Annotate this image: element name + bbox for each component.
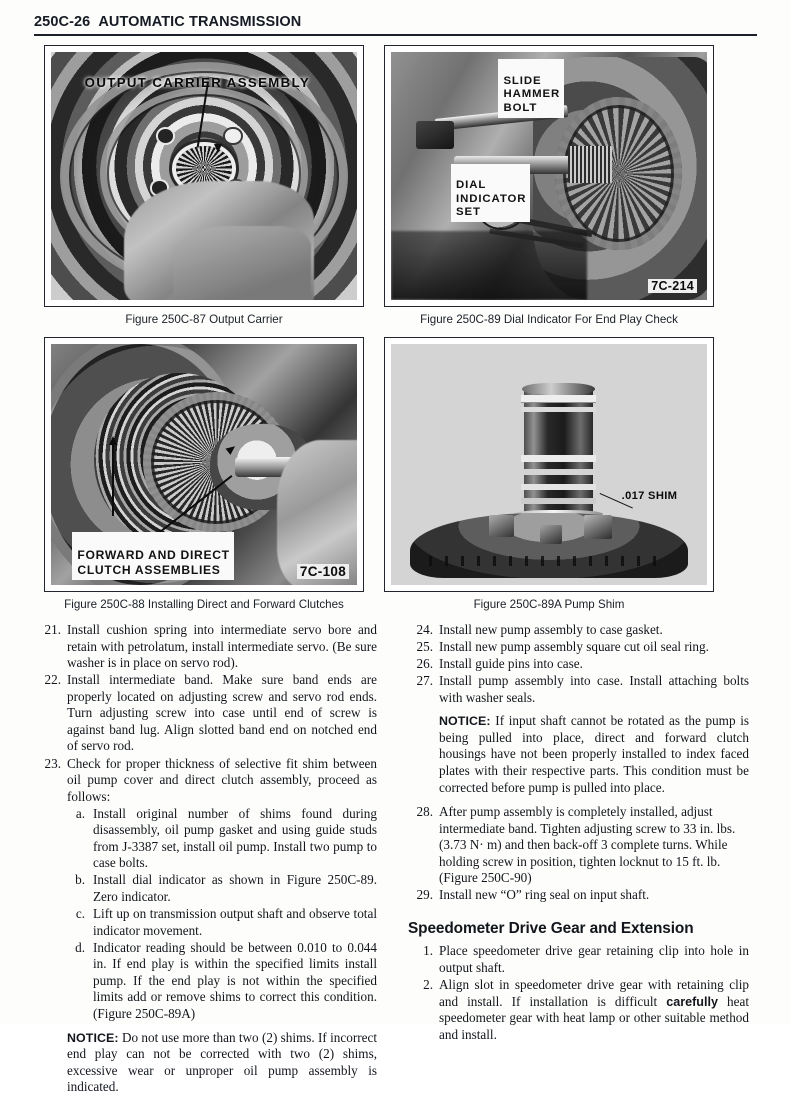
leader-arrowhead-forward <box>109 435 118 445</box>
substep-letter: b. <box>75 872 85 888</box>
step-text: Install pump assembly into case. Install… <box>439 673 749 705</box>
step-text-emphasis: carefully <box>666 994 718 1009</box>
step-number: 28. <box>416 804 433 820</box>
step-24: 24. Install new pump assembly to case ga… <box>408 622 749 639</box>
step-text: Install cushion spring into intermediate… <box>67 622 377 671</box>
steps-list-right: 24. Install new pump assembly to case ga… <box>408 622 749 706</box>
step-number: 2. <box>423 976 433 992</box>
substep-text: Lift up on transmission output shaft and… <box>93 906 377 938</box>
callout-text: DIAL INDICATOR SET <box>456 179 527 218</box>
step-text: Align slot in speedometer drive gear wit… <box>439 977 749 1043</box>
steps-list-left: 21. Install cushion spring into intermed… <box>36 622 377 1023</box>
step-number: 27. <box>416 673 433 689</box>
step-25: 25. Install new pump assembly square cut… <box>408 639 749 656</box>
step-text-before: Align slot in speedometer drive gear wit… <box>439 976 749 1009</box>
callout-slide-hammer-bolt: SLIDE HAMMER BOLT <box>498 59 565 119</box>
step-number: 25. <box>416 639 433 655</box>
page-title: AUTOMATIC TRANSMISSION <box>98 14 302 30</box>
left-text-column: 21. Install cushion spring into intermed… <box>36 622 377 1096</box>
substep-23c: c. Lift up on transmission output shaft … <box>67 906 377 939</box>
notice-label: NOTICE: <box>67 1030 119 1045</box>
callout-dial-indicator-set: DIAL INDICATOR SET <box>451 163 531 223</box>
figure-250c-87: OUTPUT CARRIER ASSEMBLY Figure 250C-87 O… <box>44 45 364 326</box>
step-text: Install new “O” ring seal on input shaft… <box>439 887 650 903</box>
notice-label: NOTICE: <box>439 714 491 729</box>
substeps-list-23: a. Install original number of shims foun… <box>67 806 377 1023</box>
callout-shim-thickness: .017 SHIM <box>622 477 678 503</box>
substep-23d: d. Indicator reading should be between 0… <box>67 940 377 1023</box>
step-number: 26. <box>416 656 433 672</box>
right-text-column: 24. Install new pump assembly to case ga… <box>408 622 749 1044</box>
step-22: 22. Install intermediate band. Make sure… <box>36 672 377 755</box>
page-header: 250C-26 AUTOMATIC TRANSMISSION <box>34 14 757 30</box>
step-number: 29. <box>416 887 433 903</box>
substep-letter: d. <box>75 939 85 955</box>
step-text: Install guide pins into case. <box>439 656 583 672</box>
step-number: 23. <box>44 755 61 771</box>
figure-caption: Figure 250C-89 Dial Indicator For End Pl… <box>420 313 678 326</box>
step-text: Install new pump assembly square cut oil… <box>439 639 709 655</box>
notice-right: NOTICE: If input shaft cannot be rotated… <box>408 713 749 796</box>
figure-250c-89a: .017 SHIM Figure 250C-89A Pump Shim <box>384 337 714 611</box>
substep-text: Install dial indicator as shown in Figur… <box>93 872 377 904</box>
callout-text: .017 SHIM <box>621 489 678 502</box>
substep-text: Indicator reading should be between 0.01… <box>93 939 377 1021</box>
leader-line-forward <box>112 440 114 517</box>
callout-text: FORWARD AND DIRECT CLUTCH ASSEMBLIES <box>77 548 230 577</box>
header-rule <box>34 34 757 36</box>
photo-pump-shim: .017 SHIM <box>391 344 707 585</box>
substep-letter: c. <box>75 906 85 922</box>
callout-forward-and-direct-clutch-assemblies: FORWARD AND DIRECT CLUTCH ASSEMBLIES <box>72 531 234 580</box>
step-number: 1. <box>423 943 433 959</box>
photo-output-carrier: OUTPUT CARRIER ASSEMBLY <box>51 52 357 300</box>
speedometer-step-2: 2. Align slot in speedometer drive gear … <box>408 977 749 1043</box>
callout-output-carrier-assembly: OUTPUT CARRIER ASSEMBLY <box>85 59 310 90</box>
substep-23b: b. Install dial indicator as shown in Fi… <box>67 872 377 905</box>
figure-frame: FORWARD AND DIRECT CLUTCH ASSEMBLIES 7C-… <box>44 337 364 592</box>
figure-250c-88: FORWARD AND DIRECT CLUTCH ASSEMBLIES 7C-… <box>44 337 364 611</box>
step-text: Install intermediate band. Make sure ban… <box>67 672 377 754</box>
substep-text: Install original number of shims found d… <box>93 805 377 871</box>
figure-caption: Figure 250C-89A Pump Shim <box>473 598 625 611</box>
step-28: 28. After pump assembly is completely in… <box>408 804 749 887</box>
step-number: 21. <box>44 622 61 637</box>
photo-dial-indicator-end-play: SLIDE HAMMER BOLT DIAL INDICATOR SET 7C-… <box>391 52 707 300</box>
figure-frame: .017 SHIM <box>384 337 714 592</box>
step-21: 21. Install cushion spring into intermed… <box>36 622 377 672</box>
steps-list-speedometer: 1. Place speedometer drive gear retainin… <box>408 943 749 1043</box>
step-text: Place speedometer drive gear retaining c… <box>439 943 749 975</box>
notice-text: If input shaft cannot be rotated as the … <box>439 713 749 795</box>
figure-caption: Figure 250C-88 Installing Direct and For… <box>64 598 344 611</box>
manual-page: 250C-26 AUTOMATIC TRANSMISSION <box>34 14 757 1095</box>
figure-250c-89: SLIDE HAMMER BOLT DIAL INDICATOR SET 7C-… <box>384 45 714 326</box>
callout-text: SLIDE HAMMER BOLT <box>503 74 561 114</box>
figure-corner-code: 7C-108 <box>296 564 349 579</box>
speedometer-step-1: 1. Place speedometer drive gear retainin… <box>408 943 749 976</box>
step-26: 26. Install guide pins into case. <box>408 656 749 673</box>
leader-arrowhead <box>214 143 223 153</box>
figure-frame: OUTPUT CARRIER ASSEMBLY <box>44 45 364 307</box>
step-23: 23. Check for proper thickness of select… <box>36 756 377 1023</box>
step-text: Check for proper thickness of selective … <box>67 755 377 804</box>
step-27: 27. Install pump assembly into case. Ins… <box>408 673 749 706</box>
step-number: 24. <box>416 622 433 637</box>
step-number: 22. <box>44 672 61 688</box>
callout-text: OUTPUT CARRIER ASSEMBLY <box>84 75 311 91</box>
steps-list-right-continued: 28. After pump assembly is completely in… <box>408 804 749 904</box>
figure-corner-code: 7C-214 <box>648 279 697 293</box>
substep-letter: a. <box>75 805 85 821</box>
figure-frame: SLIDE HAMMER BOLT DIAL INDICATOR SET 7C-… <box>384 45 714 307</box>
notice-left: NOTICE: Do not use more than two (2) shi… <box>36 1030 377 1096</box>
photo-forward-direct-clutches: FORWARD AND DIRECT CLUTCH ASSEMBLIES 7C-… <box>51 344 357 585</box>
figure-caption: Figure 250C-87 Output Carrier <box>125 313 283 326</box>
folio-number: 250C-26 <box>34 14 91 30</box>
step-text: After pump assembly is completely instal… <box>439 804 736 886</box>
step-text: Install new pump assembly to case gasket… <box>439 622 663 637</box>
section-heading-speedometer: Speedometer Drive Gear and Extension <box>408 920 694 937</box>
substep-23a: a. Install original number of shims foun… <box>67 806 377 872</box>
step-29: 29. Install new “O” ring seal on input s… <box>408 887 749 904</box>
